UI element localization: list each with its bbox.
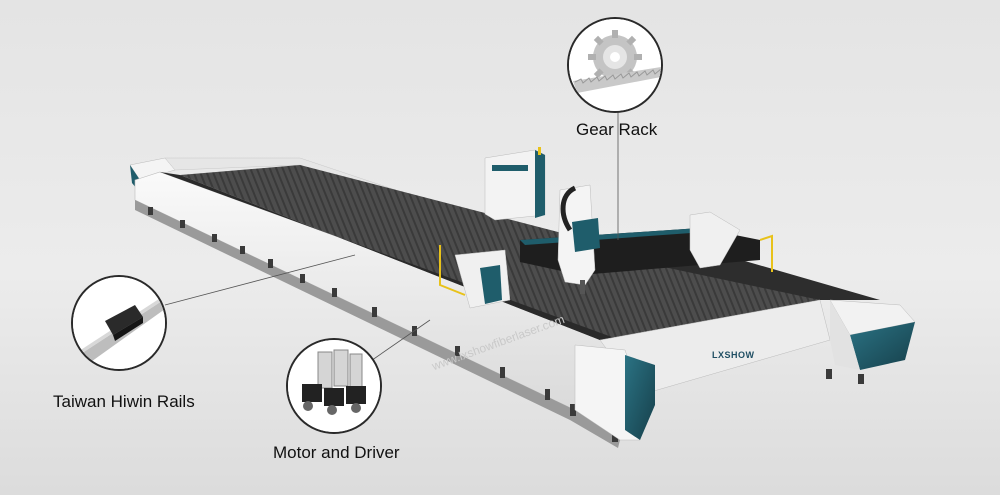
hiwin-rails-label: Taiwan Hiwin Rails (53, 392, 195, 411)
callout-leader-lines (164, 110, 619, 366)
control-cabinet (484, 147, 546, 221)
machine-side-shadow (135, 200, 620, 448)
gantry (439, 184, 773, 309)
machine-front-end (574, 299, 916, 441)
motor-driver-label: Motor and Driver (273, 443, 400, 462)
brand-logo: LXSHOW (712, 350, 755, 360)
gear-icon (569, 19, 661, 111)
gear-rack-label: Gear Rack (576, 120, 658, 139)
linear-rail-icon (73, 277, 165, 369)
motor-icon (288, 340, 380, 432)
gear-rack-callout (567, 17, 663, 113)
hiwin-rails-callout (71, 275, 167, 371)
motor-driver-callout (286, 338, 382, 434)
